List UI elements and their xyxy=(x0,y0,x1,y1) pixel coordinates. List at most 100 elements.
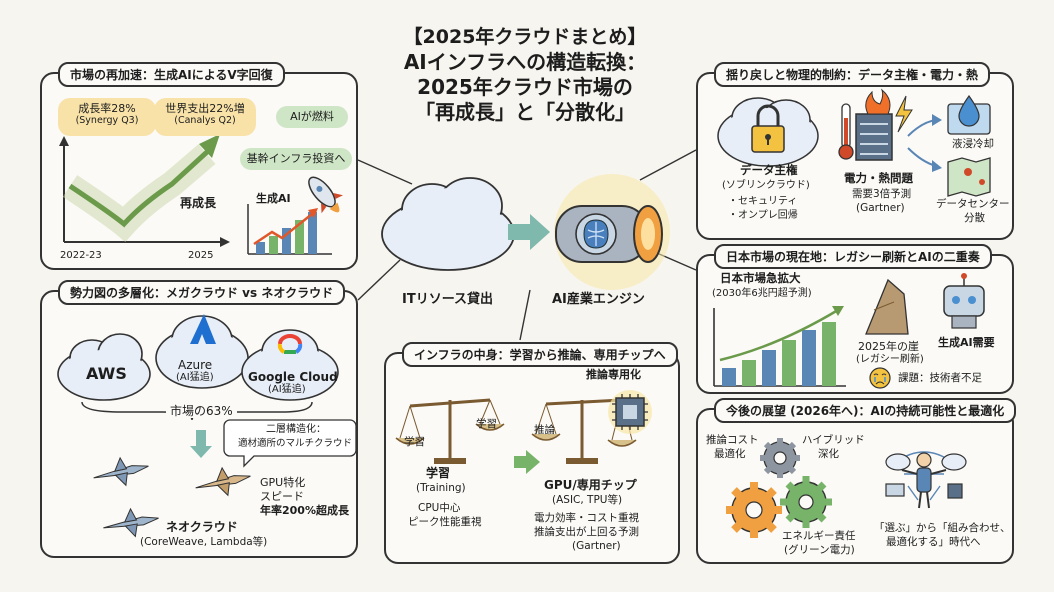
mini-bar-1 xyxy=(256,242,265,254)
peak-perf-label: ピーク性能重視 xyxy=(408,516,482,528)
infra-investment-label: 基幹インフラ投資へ xyxy=(246,152,346,165)
v-curve-line xyxy=(68,150,209,228)
cliff-sub-label: (レガシー刷新) xyxy=(856,354,924,365)
panel-title: 勢力図の多層化：メガクラウド vs ネオクラウド xyxy=(58,280,346,305)
x-end-label: 2025 xyxy=(188,250,214,261)
market-share-label: 市場の63% xyxy=(166,404,237,419)
two-layer-bubble xyxy=(223,419,357,468)
google-logo-icon xyxy=(278,334,302,345)
aws-cloud-icon xyxy=(57,333,151,401)
y-axis-arrow xyxy=(59,136,69,146)
trend-arrow xyxy=(719,308,839,362)
mini-bar-3 xyxy=(282,228,291,254)
sovereign-cloud-label: (ソブリンクラウド) xyxy=(722,180,810,191)
inference-spend-label: 推論支出が上回る予測 xyxy=(534,526,639,538)
x-axis-arrow xyxy=(220,237,230,247)
panel-physical-constraints: 揺り戻しと物理的制約：データ主権・電力・熱 xyxy=(696,62,1014,240)
gear-icon-green xyxy=(780,476,832,528)
panel-title: 日本市場の現在地：レガシー刷新とAIの二重奏 xyxy=(714,244,992,269)
panel-infra-contents: インフラの中身：学習から推論、専用チップへ xyxy=(384,342,680,564)
gear-icon-grey xyxy=(760,438,800,478)
japan-forecast-label: (2030年6兆円超予測) xyxy=(712,288,812,299)
liquid-cooling-label: 液浸冷却 xyxy=(952,138,994,150)
training-title: 学習 xyxy=(426,466,451,480)
panel-power-balance: 勢力図の多層化：メガクラウド vs ネオクラウド xyxy=(40,280,358,558)
bar xyxy=(762,350,776,386)
inference-only-label: 推論専用化 xyxy=(586,368,641,381)
person-icon xyxy=(901,452,947,509)
connector-line xyxy=(519,289,531,341)
title-line-4: 「再成長」と「分散化」 xyxy=(415,99,635,124)
clouds-illustration xyxy=(57,314,357,538)
growth-rate-bubble: 成長率28% (Synergy Q3) xyxy=(58,98,156,136)
security-label: ・セキュリティ xyxy=(728,196,798,207)
gear-icon-orange xyxy=(726,482,782,538)
inference-opt-label: 最適化 xyxy=(714,448,746,460)
bar xyxy=(802,330,816,386)
ai-fuel-label: AIが燃料 xyxy=(290,110,334,123)
demand-source-label: (Gartner) xyxy=(856,202,905,214)
gpu-chip-title: GPU/専用チップ xyxy=(544,478,637,492)
google-label: Google Cloud xyxy=(248,370,338,384)
shift-arrow xyxy=(514,456,528,468)
main-title: 【2025年クラウドまとめ】 AIインフラへの構造転換： 2025年クラウド市場… xyxy=(360,26,690,125)
genai-label: 生成AI xyxy=(256,192,291,205)
neocloud-examples-label: (CoreWeave, Lambda等) xyxy=(140,536,268,548)
it-resource-label: ITリソース貸出 xyxy=(402,292,494,307)
infra-investment-bubble: 基幹インフラ投資へ xyxy=(240,148,352,170)
efficiency-label: 電力効率・コスト重視 xyxy=(534,512,639,524)
outlook-illustration xyxy=(726,438,967,538)
water-drop-icon xyxy=(947,94,991,135)
azure-sub-label: (AI猛追) xyxy=(176,372,214,383)
curve-arrowhead xyxy=(199,134,220,158)
robot-icon xyxy=(943,273,985,329)
jet-icon xyxy=(93,456,149,487)
google-sub-label: (AI猛追) xyxy=(268,384,306,395)
panel-title: 市場の再加速：生成AIによるV字回復 xyxy=(58,62,285,87)
growth-rate-label: 成長率28% xyxy=(78,102,136,115)
choose-label-2: 最適化する」時代へ xyxy=(886,536,981,548)
bar xyxy=(742,360,756,386)
gpu-chip-sub: (ASIC, TPU等) xyxy=(552,494,623,506)
connector-line xyxy=(357,159,413,185)
fire-icon xyxy=(865,88,891,115)
energy-label: エネルギー責任 xyxy=(782,530,856,542)
genai-demand-label: 生成AI需要 xyxy=(938,336,995,349)
connector-line xyxy=(357,259,401,301)
thermometer-icon xyxy=(838,103,854,160)
title-line-1: 【2025年クラウドまとめ】 xyxy=(403,26,647,48)
cpu-centric-label: CPU中心 xyxy=(418,502,461,514)
google-cloud-icon xyxy=(241,329,339,401)
it-resource-cloud-icon xyxy=(381,177,515,271)
x-start-label: 2022-23 xyxy=(60,250,102,261)
demand-label: 需要3倍予測 xyxy=(852,188,912,200)
server-rack-icon xyxy=(855,113,893,161)
connector-line xyxy=(639,149,697,181)
crying-face-icon xyxy=(869,367,891,389)
map-icon xyxy=(947,157,991,197)
lightning-icon xyxy=(895,95,913,133)
two-layer-label: 二層構造化： xyxy=(266,424,326,435)
lock-icon xyxy=(751,104,785,153)
title-line-3: 2025年クラウド市場の xyxy=(417,74,633,99)
transform-arrow xyxy=(508,224,532,240)
network-diagram-icon xyxy=(885,451,967,501)
hybrid-label: ハイブリッド xyxy=(802,434,865,446)
japan-chart xyxy=(713,273,985,389)
power-heat-label: 電力・熱問題 xyxy=(844,171,913,185)
mini-bar-5 xyxy=(308,212,317,254)
infer-pan-label-left: 学習 xyxy=(476,418,497,430)
multicloud-label: 適材適所のマルチクラウド xyxy=(237,438,352,449)
bar xyxy=(722,368,736,386)
panel-outlook-2026: 今後の展望 (2026年へ)：AIの持続可能性と最適化 xyxy=(696,398,1017,564)
gpu-focus-label: GPU特化 xyxy=(260,476,306,489)
infer-pan-label: 推論 xyxy=(534,424,555,436)
onprem-label: ・オンプレ回帰 xyxy=(728,210,798,221)
datacenter-label: データセンター xyxy=(936,198,1010,210)
growth-rate-source: (Synergy Q3) xyxy=(75,115,139,127)
panel-title: 揺り戻しと物理的制約：データ主権・電力・熱 xyxy=(714,62,991,87)
chip-icon xyxy=(608,390,652,434)
data-sovereignty-label: データ主権 xyxy=(740,163,798,177)
panel-title: インフラの中身：学習から推論、専用チップへ xyxy=(402,342,678,367)
world-spend-bubble: 世界支出22%増 (Canalys Q2) xyxy=(154,98,256,136)
